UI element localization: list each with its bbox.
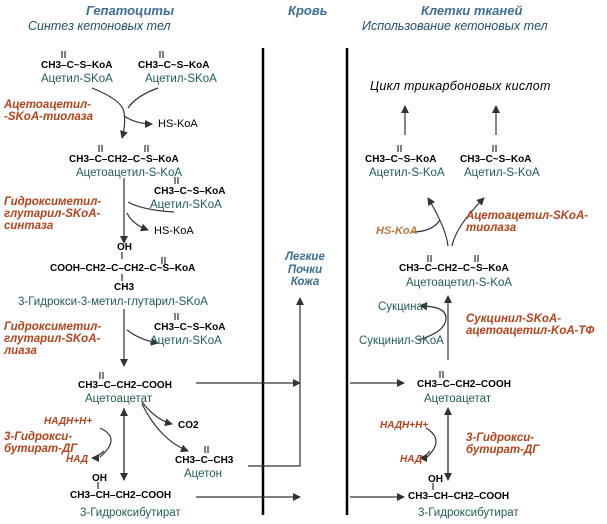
subheader-synthesis: Синтез кетоновых тел <box>28 19 171 33</box>
enzyme-right-transferase: Сукцинил-SKoA- ацетоацетил-KoA-ТФ <box>466 313 595 338</box>
tca-cycle: Цикл трикарбоновых кислот <box>370 79 551 93</box>
acetyl-formula-4: CH3–C~S–KoA <box>154 322 226 333</box>
enzyme-hmg-synthase: Гидроксиметил- глутарил-SKoA- синтаза <box>4 196 102 233</box>
hydroxybutyrate-oh-left: OH <box>92 473 107 484</box>
header-hepatocytes: Гепатоциты <box>86 3 175 18</box>
hs-koa-2: HS-KoA <box>154 225 194 237</box>
nadh-right: НАДН+Н+ <box>380 420 429 431</box>
right-acetyl-name-2: Ацетил-S-KoA <box>464 167 540 179</box>
succinate-label: Сукцинат <box>378 301 428 313</box>
acetyl-name-3: Ацетил-SKoA <box>150 199 222 211</box>
nad-right: НАД <box>400 454 423 465</box>
succinyl-label: Сукцинил-SKoA <box>359 335 444 347</box>
acetyl-formula-3: CH3–C~S–KoA <box>154 186 226 197</box>
acetone-formula: CH3–C–CH3 <box>175 455 234 466</box>
right-acetoacetate-formula: CH3–C–CH2–COOH <box>417 379 511 390</box>
enzyme-hmg-lyase: Гидроксиметил- глутарил-SKoA- лиаза <box>4 321 102 358</box>
enzyme-right-hydroxybutyrate-dh: 3-Гидрокси- бутират-ДГ <box>466 432 540 457</box>
hmg-name: 3-Гидрокси-3-метил-глутарил-SKoA <box>18 296 208 308</box>
subheader-usage: Использование кетоновых тел <box>362 19 548 33</box>
nad-left: НАД <box>66 454 89 465</box>
acetone-name: Ацетон <box>184 468 223 480</box>
right-hs-koa: HS-KoA <box>376 225 418 237</box>
carbonyl-bonds <box>61 51 497 490</box>
header-tissue-cells: Клетки тканей <box>421 3 523 18</box>
hydroxybutyrate-name-right: 3-Гидроксибутират <box>418 507 519 519</box>
acetoacetate-formula: CH3–C–CH2–COOH <box>78 380 172 391</box>
enzyme-acetoacetyl-thiolase: Ацетоацетил- -SKoA-тиолаза <box>4 99 94 124</box>
acetoacetate-name: Ацетоацетат <box>85 393 153 405</box>
hs-koa-1: HS-KoA <box>158 118 198 130</box>
right-acetoacetyl-formula: CH3–C–CH2–C~S–KoA <box>399 263 509 274</box>
enzyme-right-thiolase: Ацетоацетил-SKoA- тиолаза <box>466 210 589 235</box>
reaction-arrows <box>91 87 500 501</box>
right-acetyl-name-1: Ацетил-S-KoA <box>369 167 445 179</box>
header-blood: Кровь <box>288 3 328 18</box>
enzyme-hydroxybutyrate-dh-left: 3-Гидрокси- бутират-ДГ <box>4 431 78 456</box>
hmg-oh: OH <box>117 242 132 253</box>
hmg-ch3: CH3 <box>114 282 135 293</box>
right-acetyl-formula-2: CH3–C~S–KoA <box>460 154 532 165</box>
acetyl-formula-2: CH3–C~S–KoA <box>138 60 210 71</box>
blood-organs: Легкие Почки Кожа <box>285 251 325 289</box>
co2-label: CO2 <box>178 420 199 431</box>
acetoacetyl-name: Ацетоацетил-S-KoA <box>76 167 183 179</box>
acetyl-name-4: Ацетил-SKoA <box>150 335 222 347</box>
right-acetyl-formula-1: CH3–C~S–KoA <box>365 154 437 165</box>
right-acetoacetyl-name: Ацетоацетил-S-KoA <box>406 277 513 289</box>
hydroxybutyrate-oh-right: OH <box>428 474 443 485</box>
acetyl-name-1: Ацетил-SKoA <box>41 73 113 85</box>
nadh-left: НАДН+Н+ <box>44 416 93 427</box>
hydroxybutyrate-formula-left: CH3–CH–CH2–COOH <box>70 490 172 501</box>
acetyl-formula-1: CH3–C~S–KoA <box>41 60 113 71</box>
hydroxybutyrate-name-left: 3-Гидроксибутират <box>80 507 181 519</box>
hmg-formula: COOH–CH2–C–CH2–C~S–KoA <box>50 263 196 274</box>
acetyl-name-2: Ацетил-SKoA <box>145 73 217 85</box>
right-acetoacetate-name: Ацетоацетат <box>424 393 492 405</box>
hydroxybutyrate-formula-right: CH3–CH–CH2–COOH <box>408 491 510 502</box>
acetoacetyl-formula: CH3–C–CH2–C~S–KoA <box>69 154 179 165</box>
